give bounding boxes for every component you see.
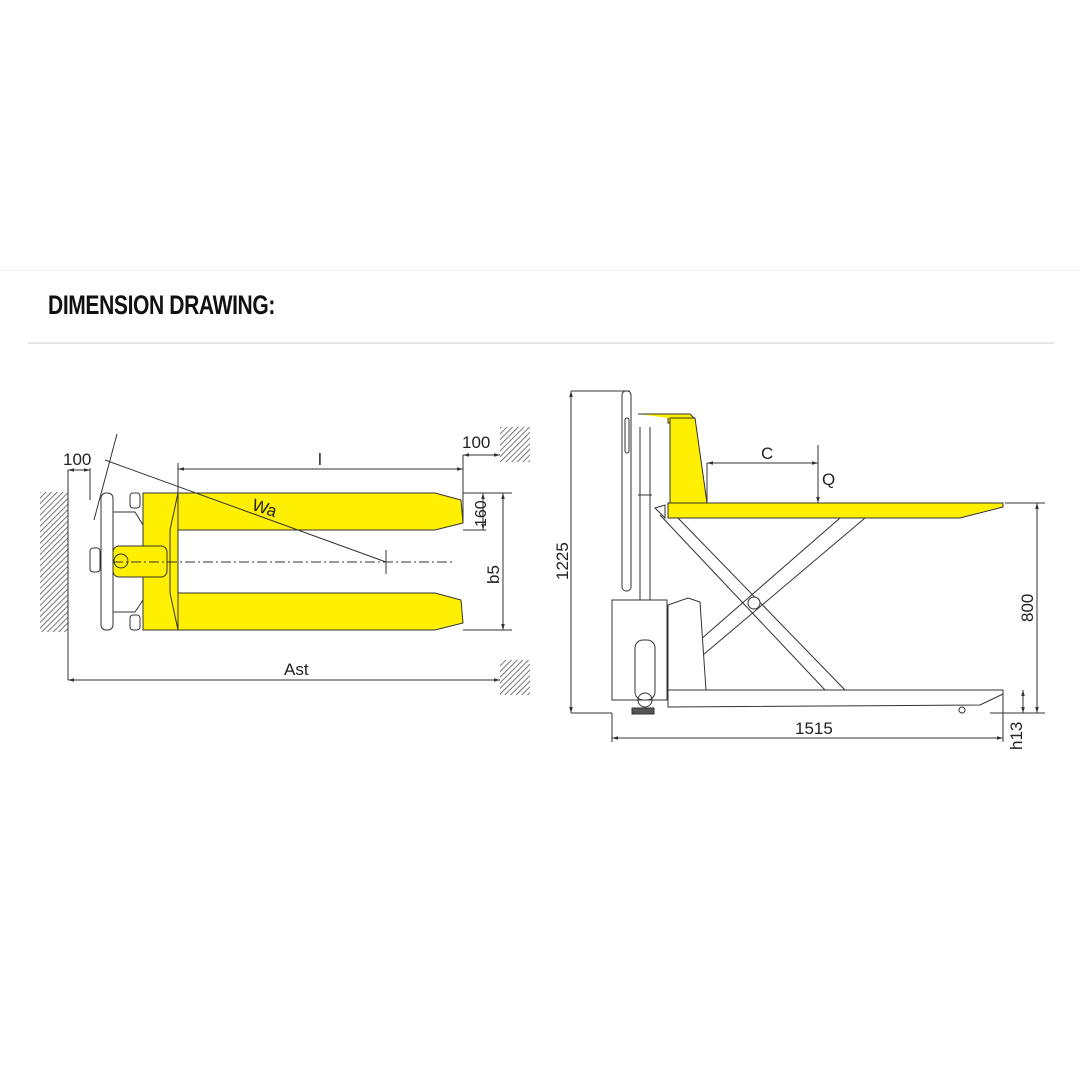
base-fork [667,689,1004,708]
side-view [569,390,1045,742]
top-view [40,427,530,695]
section-divider [28,342,1054,344]
fork-upper [177,492,464,531]
label-overall-height: 1225 [553,542,572,580]
label-fork-width: 160 [473,500,490,527]
fork-lower [177,592,464,631]
platform-upright [669,417,708,504]
platform-fork [667,502,1004,519]
tiller-handle [100,492,114,631]
label-aisle-width: Ast [284,660,309,679]
label-max-lift-height: 800 [1018,594,1037,622]
label-load: Q [822,470,835,489]
wall-right-top [500,427,530,462]
label-clearance-left: 100 [63,450,91,469]
wall-right-bottom [500,660,530,695]
label-load-center: C [761,444,773,463]
wall-left [40,492,68,632]
label-fork-length: l [318,450,322,469]
label-overall-length: 1515 [795,719,833,738]
top-divider [0,270,1080,271]
label-clearance-right: 100 [462,433,490,452]
section-title: DIMENSION DRAWING: [48,290,275,320]
chassis [667,597,707,691]
label-lowered-height: h13 [1007,722,1026,750]
label-overall-width: b5 [484,565,503,584]
tiller-handle-side [621,390,632,592]
